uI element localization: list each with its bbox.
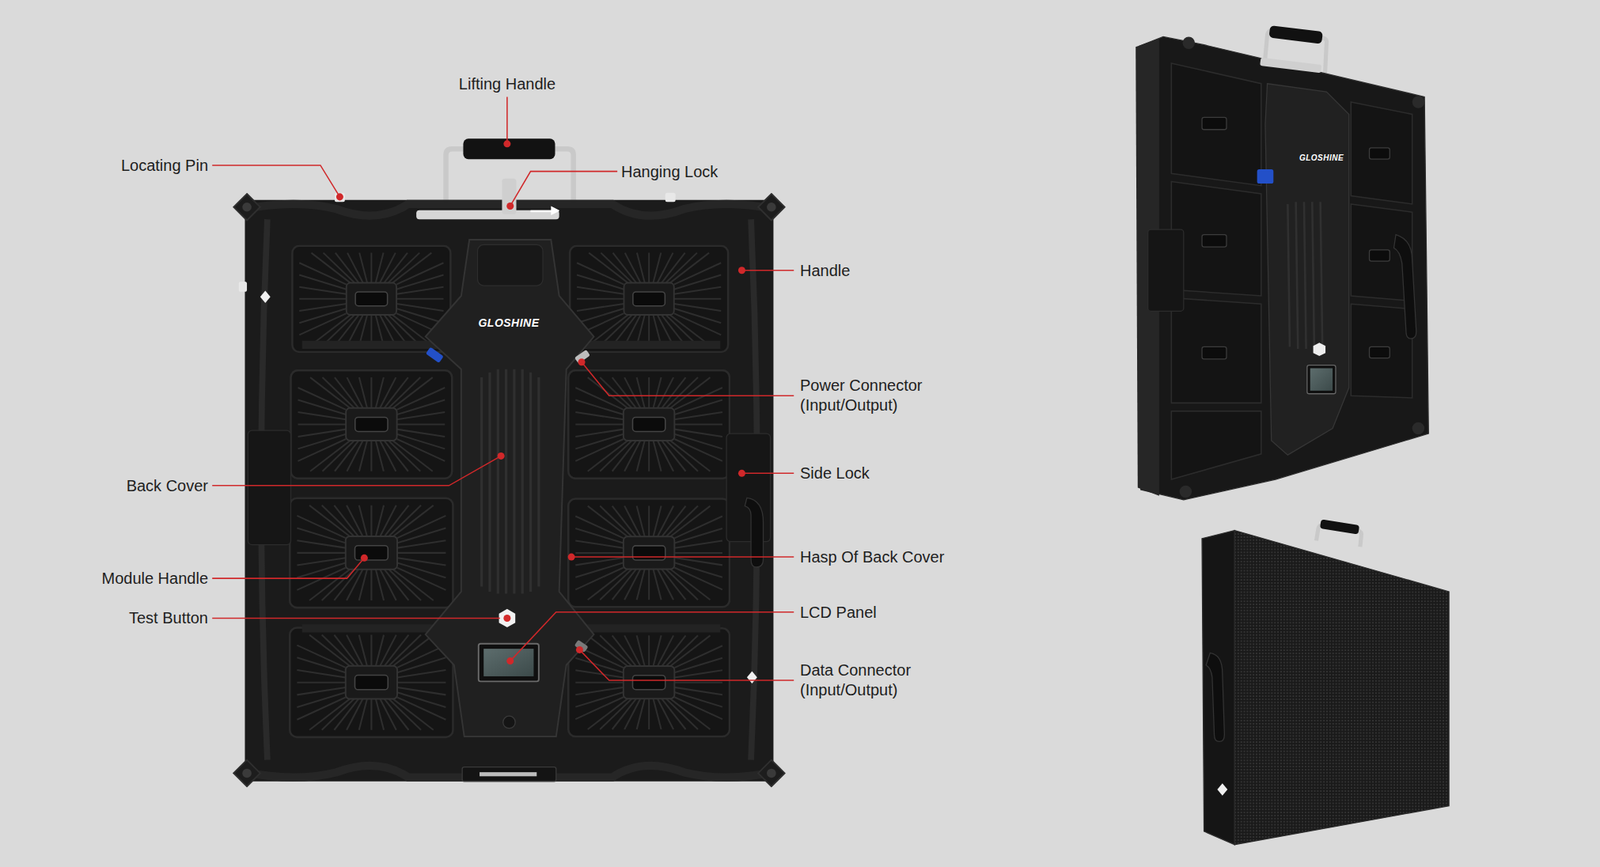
brand-logo: GLOSHINE (1299, 153, 1344, 163)
part-label: Test Button (128, 608, 209, 629)
brand-logo: GLOSHINE (477, 316, 539, 330)
part-label: Side Lock (800, 463, 870, 484)
front-view (1201, 519, 1449, 845)
part-label: Data Connector (Input/Output) (800, 660, 951, 701)
main-cabinet (233, 138, 785, 787)
part-label: LCD Panel (800, 602, 877, 623)
part-label: Power Connector (Input/Output) (800, 375, 951, 416)
leader-dots (336, 140, 746, 665)
part-label: Back Cover (126, 476, 209, 497)
part-label: Hasp Of Back Cover (800, 547, 945, 568)
part-label: Lifting Handle (458, 74, 556, 95)
perspective-back-view (1135, 25, 1429, 501)
part-label: Handle (800, 261, 850, 281)
part-label: Module Handle (101, 568, 209, 589)
part-label: Locating Pin (121, 155, 209, 176)
part-label: Hanging Lock (621, 162, 718, 182)
leader-lines (212, 97, 794, 682)
